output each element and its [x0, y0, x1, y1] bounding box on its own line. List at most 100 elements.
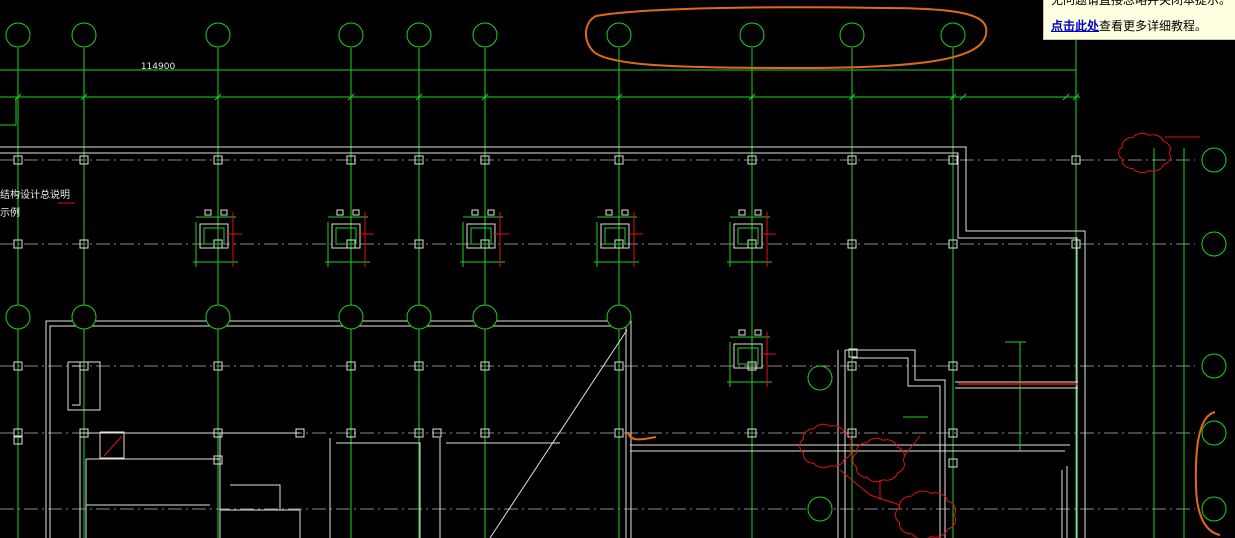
axis-circle — [205, 22, 231, 48]
detail-tag — [204, 209, 212, 216]
column — [414, 361, 424, 371]
axis-circle — [807, 496, 833, 522]
axis-circle — [1201, 353, 1227, 379]
detail-tag — [336, 209, 344, 216]
wall-line — [49, 325, 627, 538]
detail-inner — [737, 347, 759, 365]
axis-circle — [1201, 147, 1227, 173]
column — [614, 155, 624, 165]
column — [213, 428, 223, 438]
detail-tag — [738, 329, 746, 336]
column — [480, 428, 490, 438]
tooltip-link[interactable]: 点击此处 — [1051, 19, 1100, 33]
column — [13, 361, 23, 371]
column — [480, 361, 490, 371]
column — [432, 428, 442, 438]
top-axis-bubble — [338, 22, 364, 48]
column — [13, 435, 23, 445]
detail-box — [600, 223, 630, 249]
detail-tag — [605, 209, 613, 216]
wall-line — [845, 349, 946, 538]
mid-axis-bubble — [205, 304, 231, 330]
column-detail — [727, 329, 776, 387]
axis-circle — [839, 22, 865, 48]
right-axis-bubble — [1201, 353, 1227, 379]
diagonal-line — [489, 329, 628, 538]
mid-axis-bubble — [606, 304, 632, 330]
column — [614, 361, 624, 371]
column — [747, 428, 757, 438]
axis-circle — [606, 22, 632, 48]
axis-circle — [406, 304, 432, 330]
column — [847, 361, 857, 371]
tooltip-text-partial: 无问题请直接忽略并关闭本提示。 — [1051, 0, 1232, 7]
orange-highlight-loop — [1194, 411, 1221, 536]
dimension-tick — [481, 93, 489, 101]
detail-box — [733, 343, 763, 369]
detail-box — [331, 223, 361, 249]
axis-circle — [1201, 420, 1227, 446]
column — [414, 239, 424, 249]
revision-cloud — [1118, 132, 1171, 174]
top-axis-bubble — [5, 22, 31, 48]
column — [948, 458, 958, 468]
detail-tag — [621, 209, 629, 216]
wall-line — [0, 152, 1078, 538]
detail-inner — [604, 227, 626, 245]
axis-circle — [5, 304, 31, 330]
column-detail — [460, 209, 509, 267]
column-markers — [13, 155, 1081, 468]
detail-tag — [471, 209, 479, 216]
red-mark — [103, 435, 123, 457]
markup-annotations — [58, 6, 1221, 538]
axis-grid-lines — [0, 40, 1195, 538]
top-axis-bubble — [606, 22, 632, 48]
column — [13, 155, 23, 165]
wall-line — [230, 484, 281, 510]
column-detail — [193, 209, 242, 267]
column — [948, 361, 958, 371]
mid-axis-bubble — [71, 304, 97, 330]
column-detail — [594, 209, 643, 267]
column — [948, 428, 958, 438]
top-axis-bubble — [940, 22, 966, 48]
dimension-tick — [959, 93, 967, 101]
column — [414, 428, 424, 438]
axis-circle — [940, 22, 966, 48]
detail-tag — [754, 209, 762, 216]
axis-circle — [5, 22, 31, 48]
dimension-lines — [14, 93, 1185, 538]
leader-line — [839, 469, 901, 506]
column — [747, 361, 757, 371]
column — [79, 155, 89, 165]
axis-circle — [338, 304, 364, 330]
structure-walls — [0, 146, 1086, 538]
wall-line — [86, 458, 221, 538]
right-axis-bubble — [1201, 147, 1227, 173]
column — [79, 361, 89, 371]
dimension-tick — [347, 93, 355, 101]
axis-circle — [472, 22, 498, 48]
detail-inner — [737, 227, 759, 245]
wall-line — [0, 146, 1086, 538]
overall-dimension-text: 114900 — [141, 62, 176, 72]
tooltip-panel: 无问题请直接忽略并关闭本提示。 点击此处查看更多详细教程。 — [1043, 0, 1235, 40]
column — [480, 155, 490, 165]
orange-highlight-loop — [585, 6, 988, 70]
column — [295, 428, 305, 438]
axis-circle — [606, 304, 632, 330]
wall-line — [45, 320, 632, 538]
top-axis-bubble — [406, 22, 432, 48]
note-sample: 示例 — [0, 206, 20, 219]
tooltip-text-line: 点击此处查看更多详细教程。 — [1051, 17, 1207, 34]
column — [847, 155, 857, 165]
column — [13, 239, 23, 249]
column — [614, 428, 624, 438]
column — [79, 239, 89, 249]
mid-axis-bubble — [406, 304, 432, 330]
column — [847, 239, 857, 249]
dimension-tick — [1072, 93, 1080, 101]
axis-circle — [1201, 496, 1227, 522]
mid-axis-bubble — [472, 304, 498, 330]
